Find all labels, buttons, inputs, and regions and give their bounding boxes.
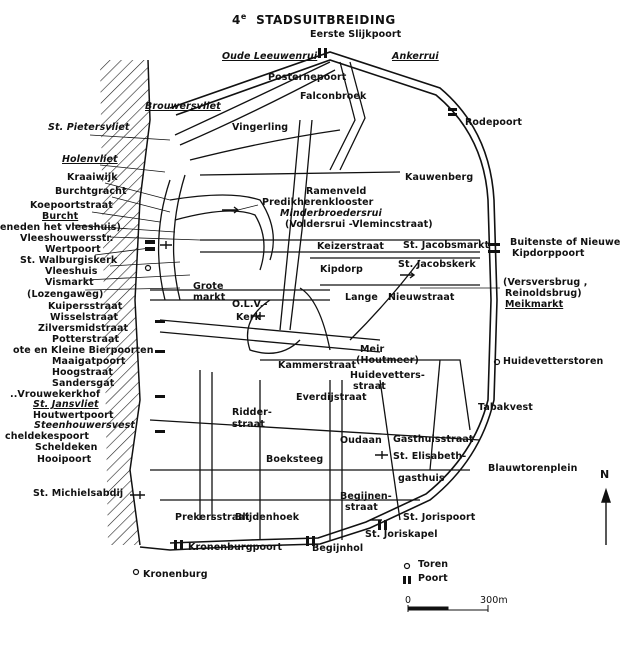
map-label: Holenvliet [62, 154, 118, 165]
map-label: Huidevetterstoren [503, 356, 604, 367]
map-label: (Versversbrug , [503, 277, 588, 288]
map-label: Kauwenberg [405, 172, 474, 183]
map-label: Burcht [42, 211, 79, 222]
map-label: Predikherenklooster [262, 197, 374, 208]
map-label: St. Joriskapel [365, 529, 438, 540]
map-label: Huidevetters- [350, 370, 425, 381]
map-label: ..Vrouwekerkhof [10, 389, 101, 400]
map-label: O.L.V.- [232, 299, 268, 310]
map-label: Everdijstraat [296, 392, 367, 403]
map-label: St. Jacobsmarkt [403, 240, 490, 251]
map-label: ote en Kleine Bierpoorten [13, 345, 154, 356]
legend-tower-label: Toren [418, 559, 449, 570]
map-label: (Voldersrui -Vlemincstraat) [285, 219, 433, 230]
map-label: Wisselstraat [50, 312, 119, 323]
map-label: Kraaiwijk [67, 172, 118, 183]
map-label: Ridder- [232, 407, 272, 418]
scale-end: 300m [480, 595, 508, 606]
map-label: Ramenveld [306, 186, 367, 197]
map-label: Falconbroek [300, 91, 367, 102]
map-label: Nieuwstraat [388, 292, 455, 303]
map-label: Rodepoort [465, 117, 523, 128]
map-label: Vleeshuis [45, 266, 98, 277]
map-label: Begijnen- [340, 491, 392, 502]
map-label: Vleeshouwersstr. [20, 233, 114, 244]
map-label: (Houtmeer) [356, 355, 419, 366]
map-label: Vismarkt [45, 277, 94, 288]
map-label: Posternepoort [268, 72, 347, 83]
map-label: straat [345, 502, 378, 513]
gate-markers [145, 48, 500, 584]
map-label: Blauwtorenplein [488, 463, 578, 474]
map-label: St. Jacobskerk [398, 259, 476, 270]
map-label: Potterstraat [52, 334, 120, 345]
scale-start: 0 [405, 595, 412, 606]
map-label: Kronenburgpoort [188, 542, 283, 553]
map-label: Lange [345, 292, 378, 303]
map-label: Zilversmidstraat [38, 323, 129, 334]
scheldt-quay [100, 60, 150, 545]
map-label: Meir [360, 344, 385, 355]
map-label: Kerk [236, 312, 262, 323]
map-label: Buitenste of Nieuwe [510, 237, 621, 248]
map-label: St. Jansvliet [33, 399, 99, 410]
map-label: Grote [193, 281, 224, 292]
map-label: Minderbroedersrui [280, 208, 382, 219]
map-label: Wertpoort [45, 244, 101, 255]
map-label: St. Michielsabdij [33, 488, 124, 499]
church-markers [130, 206, 416, 521]
map-label: Oudaan [340, 435, 382, 446]
map-label: Brouwersvliet [145, 101, 221, 112]
map-label: Begijnhol [312, 543, 364, 554]
map-label: Blijdenhoek [235, 512, 300, 523]
map-label: Kipdorppoort [512, 248, 585, 259]
map-label: Keizerstraat [317, 241, 384, 252]
map-label: Kuipersstraat [48, 301, 123, 312]
map-label: Prekersstraat [175, 512, 250, 523]
map-label: St. Jorispoort [403, 512, 476, 523]
leader-lines [71, 134, 500, 291]
map-label: Meikmarkt [505, 299, 564, 310]
map-label: St. Pietersvliet [48, 122, 130, 133]
map-label: Houtwertpoort [33, 410, 114, 421]
north-arrow [601, 487, 611, 545]
map-label: Reinoldsbrug) [505, 288, 582, 299]
map-label: markt [193, 292, 226, 303]
map-label: Scheldeken [35, 442, 98, 453]
map-label: (Lozengaweg) [27, 289, 104, 300]
map-title: 4e STADSUITBREIDING [232, 12, 396, 27]
map-label: Tabakvest [478, 402, 533, 413]
map-label: Eerste Slijkpoort [310, 29, 402, 40]
map-label: Vingerling [232, 122, 289, 133]
north-label: N [600, 468, 610, 481]
map-label: Ankerrui [392, 51, 439, 62]
map-label: Maaigatpoort [52, 356, 126, 367]
map-label: Kammerstraat [278, 360, 357, 371]
map-label: Hooipoort [37, 454, 92, 465]
map-label: straat [232, 419, 265, 430]
tower-markers [132, 264, 501, 576]
map-label: eneden het vleeshuis) [0, 222, 121, 233]
map-label: Hoogstraat [52, 367, 114, 378]
map-label: Burchtgracht [55, 186, 127, 197]
map-label: Sandersgat [52, 378, 115, 389]
map-label: straat [353, 381, 386, 392]
map-label: gasthuis [398, 473, 445, 484]
map-label: Steenhouwersvest [34, 420, 136, 431]
map-label: St. Walburgiskerk [20, 255, 118, 266]
map-label: Kronenburg [143, 569, 208, 580]
map-label: Oude Leeuwenrui [222, 51, 318, 62]
map-label: Gasthuisstraat [393, 434, 474, 445]
map-label: Kipdorp [320, 264, 363, 275]
map-label: Boeksteeg [266, 454, 324, 465]
legend-gate-label: Poort [418, 573, 448, 584]
scale-bar [407, 605, 489, 612]
map-label: St. Elisabeth- [393, 451, 467, 462]
map-label: Koepoortstraat [30, 200, 113, 211]
map-label: cheldekespoort [5, 431, 89, 442]
